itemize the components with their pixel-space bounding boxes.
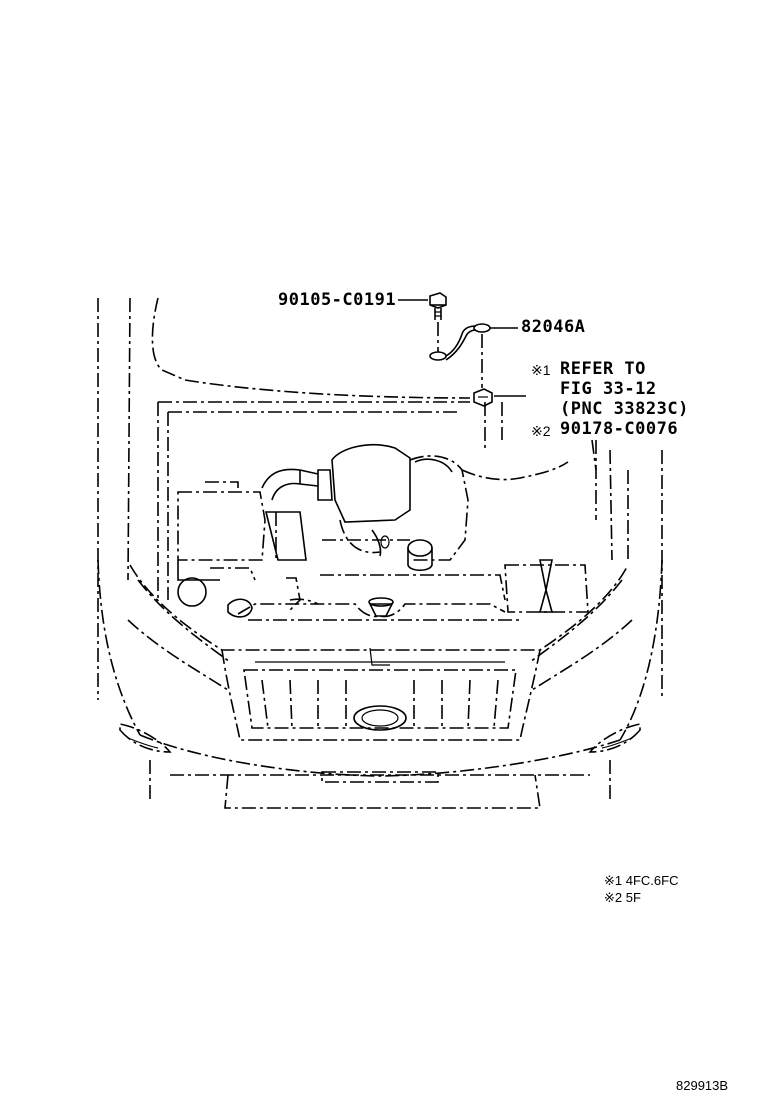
nut-mark: ※2 [531, 423, 551, 439]
bolt-part-number: 90105-C0191 [278, 290, 397, 310]
ground-strap-part-number: 82046A [521, 317, 586, 337]
illustration-id: 829913B [676, 1078, 729, 1093]
ground-strap-icon [429, 323, 491, 361]
bolt-icon [429, 292, 447, 320]
refer-mark: ※1 [531, 362, 551, 378]
refer-line-3: (PNC 33823C) [560, 399, 689, 419]
nut-part-number: 90178-C0076 [560, 419, 679, 439]
nut-icon [473, 388, 493, 407]
refer-line-2: FIG 33-12 [560, 379, 657, 399]
footnote-1: ※1 4FC.6FC [604, 873, 679, 888]
footnote-2: ※2 5F [604, 890, 641, 905]
refer-line-1: REFER TO [560, 359, 646, 379]
